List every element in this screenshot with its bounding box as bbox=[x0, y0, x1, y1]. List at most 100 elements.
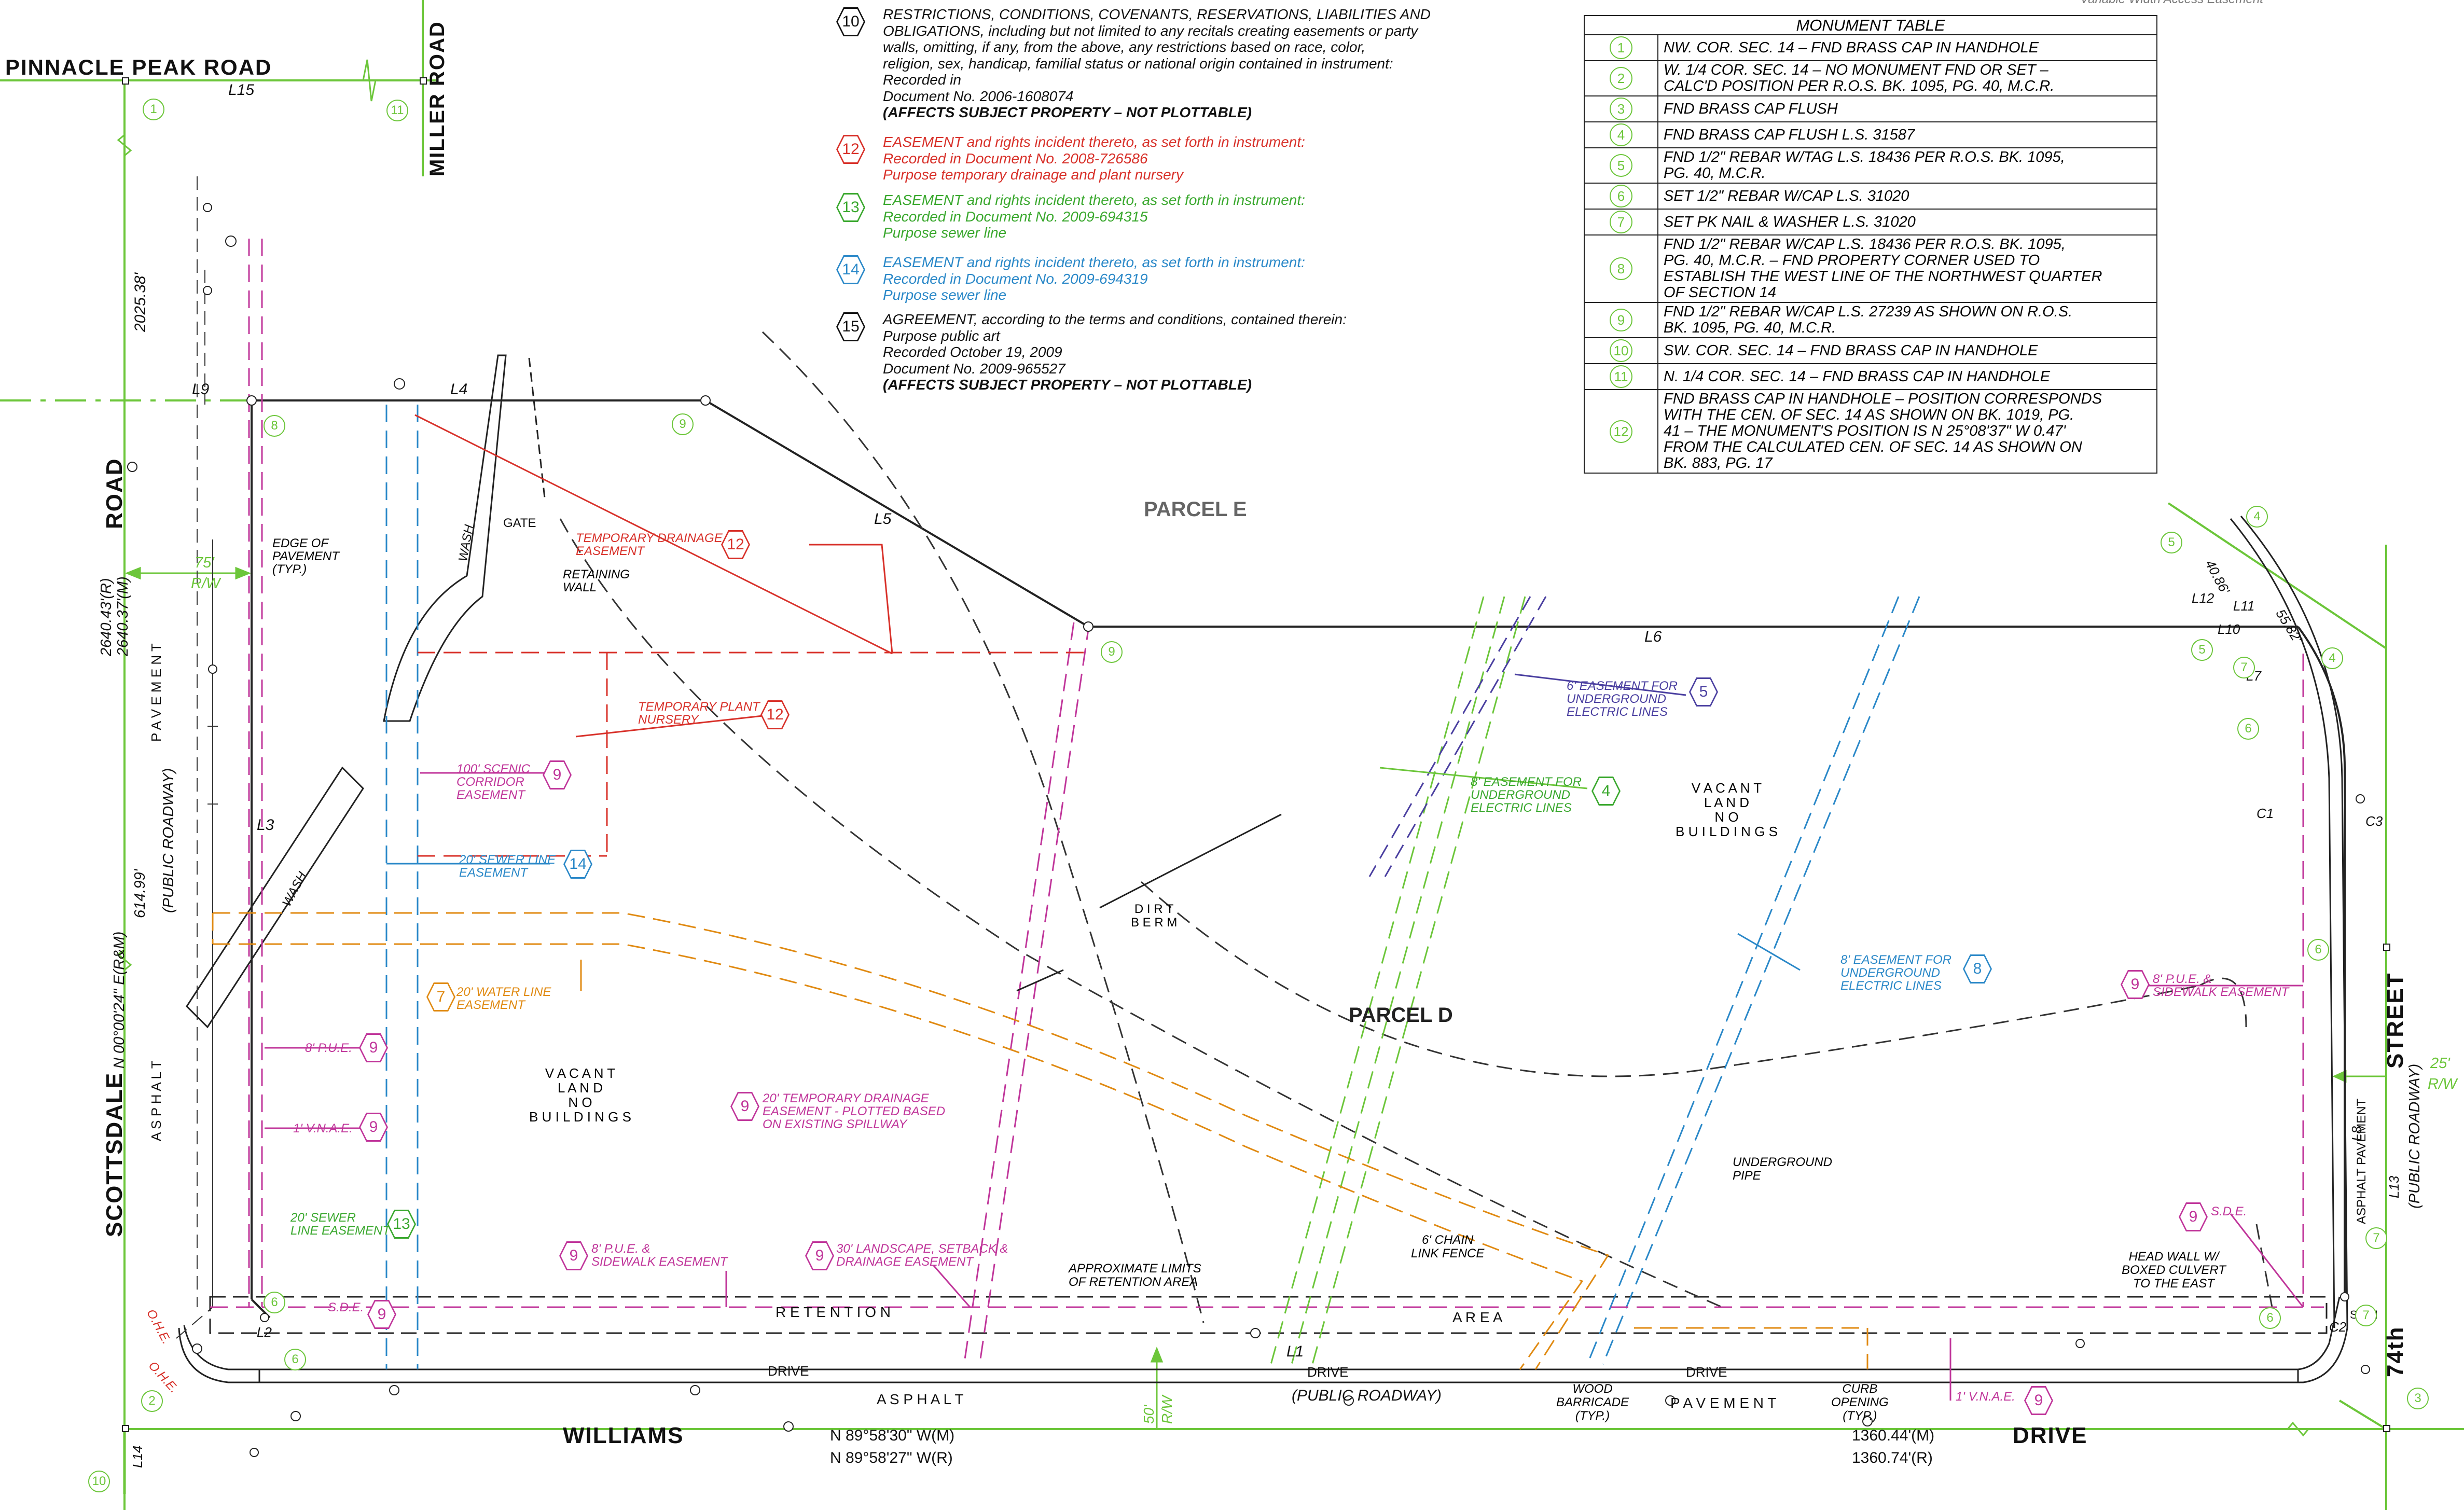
note-line: EASEMENT bbox=[456, 788, 525, 802]
line-label-l9: L9 bbox=[192, 381, 210, 398]
monument-marker-4b: 4 bbox=[2321, 647, 2343, 669]
hex-badge-9: 9 bbox=[730, 1092, 759, 1121]
line-label-c3: C3 bbox=[2365, 813, 2383, 829]
road-curbs bbox=[178, 516, 2348, 1383]
road-name-drive: DRIVE bbox=[2013, 1423, 2088, 1448]
easement-12-temp-plant: TEMPORARY PLANT NURSERY bbox=[638, 700, 760, 726]
easement-9-vnae-right: 1' V.N.A.E. bbox=[1956, 1390, 2015, 1404]
hex-badge-9: 9 bbox=[2121, 970, 2150, 999]
note-line: 6' CHAIN bbox=[1422, 1233, 1474, 1247]
parcel-d-label: PARCEL D bbox=[1349, 1004, 1453, 1027]
note-chain-link-fence: 6' CHAIN LINK FENCE bbox=[1411, 1234, 1484, 1260]
monument-number: 1 bbox=[1610, 36, 1632, 59]
monument-marker-8: 8 bbox=[264, 415, 285, 437]
note-area: A R E A bbox=[1452, 1309, 1503, 1325]
parcel-e-label: PARCEL E bbox=[1144, 498, 1247, 521]
water-easement-lines bbox=[212, 912, 1868, 1370]
monument-description-cell: SW. COR. SEC. 14 – FND BRASS CAP IN HAND… bbox=[1657, 337, 2157, 364]
easement-14-sewer: 20' SEWER LINE EASEMENT bbox=[459, 853, 556, 879]
monument-description-line: WITH THE CEN. OF SEC. 14 AS SHOWN ON BK.… bbox=[1664, 407, 2074, 423]
sewer-easement-lines bbox=[385, 405, 1920, 1369]
hex-badge-7: 7 bbox=[426, 982, 455, 1012]
monument-number: 6 bbox=[1610, 185, 1632, 207]
note-line: BOXED CULVERT bbox=[2122, 1263, 2226, 1277]
monument-table-row: 6 SET 1/2" REBAR W/CAP L.S. 31020 bbox=[1584, 183, 2157, 210]
monument-number-cell: 12 bbox=[1584, 389, 1658, 474]
parcel-boundary bbox=[251, 399, 2346, 1319]
line-label-l5: L5 bbox=[874, 510, 892, 528]
note-retention: R E T E N T I O N bbox=[776, 1304, 891, 1320]
note-line: OF RETENTION AREA bbox=[1069, 1275, 1198, 1289]
note-line: ELECTRIC LINES bbox=[1840, 979, 1942, 993]
road-name-74th: 74th bbox=[2383, 1326, 2408, 1377]
note-vacant-east: V A C A N T L A N D N O B U I L D I N G … bbox=[1676, 781, 1778, 839]
monument-number-cell: 9 bbox=[1584, 302, 1658, 338]
dim-south-length-m: 1360.44'(M) bbox=[1852, 1427, 1935, 1444]
exception-line: Purpose temporary drainage and plant nur… bbox=[883, 167, 1184, 183]
dim-rw-25-label: R/W bbox=[2428, 1076, 2457, 1092]
monument-number-cell: 1 bbox=[1584, 34, 1658, 61]
exception-line: (AFFECTS SUBJECT PROPERTY – NOT PLOTTABL… bbox=[883, 104, 1252, 120]
hex-badge-9: 9 bbox=[805, 1241, 834, 1270]
monument-marker-6d: 6 bbox=[2307, 939, 2329, 961]
monument-description-cell: FND BRASS CAP FLUSH L.S. 31587 bbox=[1657, 121, 2157, 148]
line-label-l11: L11 bbox=[2233, 598, 2255, 614]
note-public-roadway-south: (PUBLIC ROADWAY) bbox=[1292, 1387, 1442, 1404]
monument-marker-4: 4 bbox=[2246, 506, 2268, 528]
easement-9-landscape: 30' LANDSCAPE, SETBACK & DRAINAGE EASEME… bbox=[836, 1242, 1008, 1268]
note-public-roadway-east: (PUBLIC ROADWAY) bbox=[2406, 1063, 2423, 1209]
exception-line: Document No. 2009-965527 bbox=[883, 360, 1065, 377]
monument-description-line: BK. 883, PG. 17 bbox=[1664, 455, 1773, 472]
note-line: L A N D bbox=[557, 1080, 603, 1096]
note-line: UNDERGROUND bbox=[1733, 1155, 1832, 1169]
hex-badge-9: 9 bbox=[359, 1033, 388, 1062]
line-label-l15: L15 bbox=[228, 81, 255, 99]
monument-marker-9: 9 bbox=[672, 413, 694, 435]
dim-south-length-r: 1360.74'(R) bbox=[1852, 1449, 1933, 1466]
monument-description-line: FND 1/2" REBAR W/CAP L.S. 18436 PER R.O.… bbox=[1664, 236, 2066, 253]
note-line: 100' SCENIC bbox=[456, 762, 530, 776]
dim-south-bearing-m: N 89°58'30" W(M) bbox=[830, 1427, 955, 1444]
note-drive-right: DRIVE bbox=[1686, 1364, 1727, 1380]
exception-text: EASEMENT and rights incident thereto, as… bbox=[883, 134, 1305, 183]
note-line: WALL bbox=[563, 580, 597, 594]
note-line: EASEMENT - PLOTTED BASED bbox=[763, 1104, 946, 1118]
note-line: B U I L D I N G S bbox=[529, 1109, 631, 1125]
monument-description-line: W. 1/4 COR. SEC. 14 – NO MONUMENT FND OR… bbox=[1664, 62, 2048, 78]
monument-number: 9 bbox=[1610, 309, 1632, 331]
note-line: 8' P.U.E. & bbox=[2153, 972, 2212, 986]
monument-description-line: FND BRASS CAP FLUSH L.S. 31587 bbox=[1664, 126, 1915, 143]
monument-marker-6b: 6 bbox=[284, 1349, 306, 1370]
road-name-williams: WILLIAMS bbox=[563, 1423, 684, 1448]
monument-table-header-row: MONUMENT TABLE bbox=[1584, 15, 2157, 35]
exception-text: RESTRICTIONS, CONDITIONS, COVENANTS, RES… bbox=[883, 6, 1431, 121]
easement-9-vnae-left: 1' V.N.A.E. bbox=[293, 1121, 353, 1135]
note-asphalt-west: A S P H A L T bbox=[148, 1060, 164, 1141]
monument-description-cell: W. 1/4 COR. SEC. 14 – NO MONUMENT FND OR… bbox=[1657, 60, 2157, 96]
monument-description-cell: NW. COR. SEC. 14 – FND BRASS CAP IN HAND… bbox=[1657, 34, 2157, 61]
hex-badge-9: 9 bbox=[559, 1241, 588, 1270]
hex-badge-9: 9 bbox=[367, 1300, 396, 1329]
line-label-c2: C2 bbox=[2329, 1319, 2347, 1335]
note-line: TO THE EAST bbox=[2133, 1277, 2214, 1291]
exception-text: EASEMENT and rights incident thereto, as… bbox=[883, 192, 1305, 241]
monument-table-title: MONUMENT TABLE bbox=[1584, 15, 2157, 35]
dim-rw-50-label: R/W bbox=[1159, 1395, 1175, 1424]
monument-description-cell: FND 1/2" REBAR W/TAG L.S. 18436 PER R.O.… bbox=[1657, 147, 2157, 184]
note-vacant-west: V A C A N T L A N D N O B U I L D I N G … bbox=[529, 1066, 631, 1124]
easement-9-scenic: 100' SCENIC CORRIDOR EASEMENT bbox=[456, 763, 530, 801]
easement-9-pue-sidewalk-south: 8' P.U.E. & SIDEWALK EASEMENT bbox=[591, 1242, 727, 1268]
monument-description-cell: SET 1/2" REBAR W/CAP L.S. 31020 bbox=[1657, 183, 2157, 210]
monument-description-line: ESTABLISH THE WEST LINE OF THE NORTHWEST… bbox=[1664, 268, 2102, 285]
note-line: 20' SEWER bbox=[290, 1211, 356, 1225]
note-line: PAVEMENT bbox=[272, 549, 339, 563]
note-line: UNDERGROUND bbox=[1471, 788, 1570, 802]
monument-table-body: MONUMENT TABLE 1 NW. COR. SEC. 14 – FND B… bbox=[1584, 15, 2157, 474]
monument-number-cell: 10 bbox=[1584, 337, 1658, 364]
note-line: TEMPORARY PLANT bbox=[638, 700, 760, 714]
easement-5-electric: 6' EASEMENT FOR UNDERGROUND ELECTRIC LIN… bbox=[1567, 680, 1678, 718]
monument-number-cell: 7 bbox=[1584, 209, 1658, 235]
note-line: TEMPORARY DRAINAGE bbox=[576, 531, 723, 545]
note-head-wall: HEAD WALL W/ BOXED CULVERT TO THE EAST bbox=[2122, 1250, 2226, 1291]
